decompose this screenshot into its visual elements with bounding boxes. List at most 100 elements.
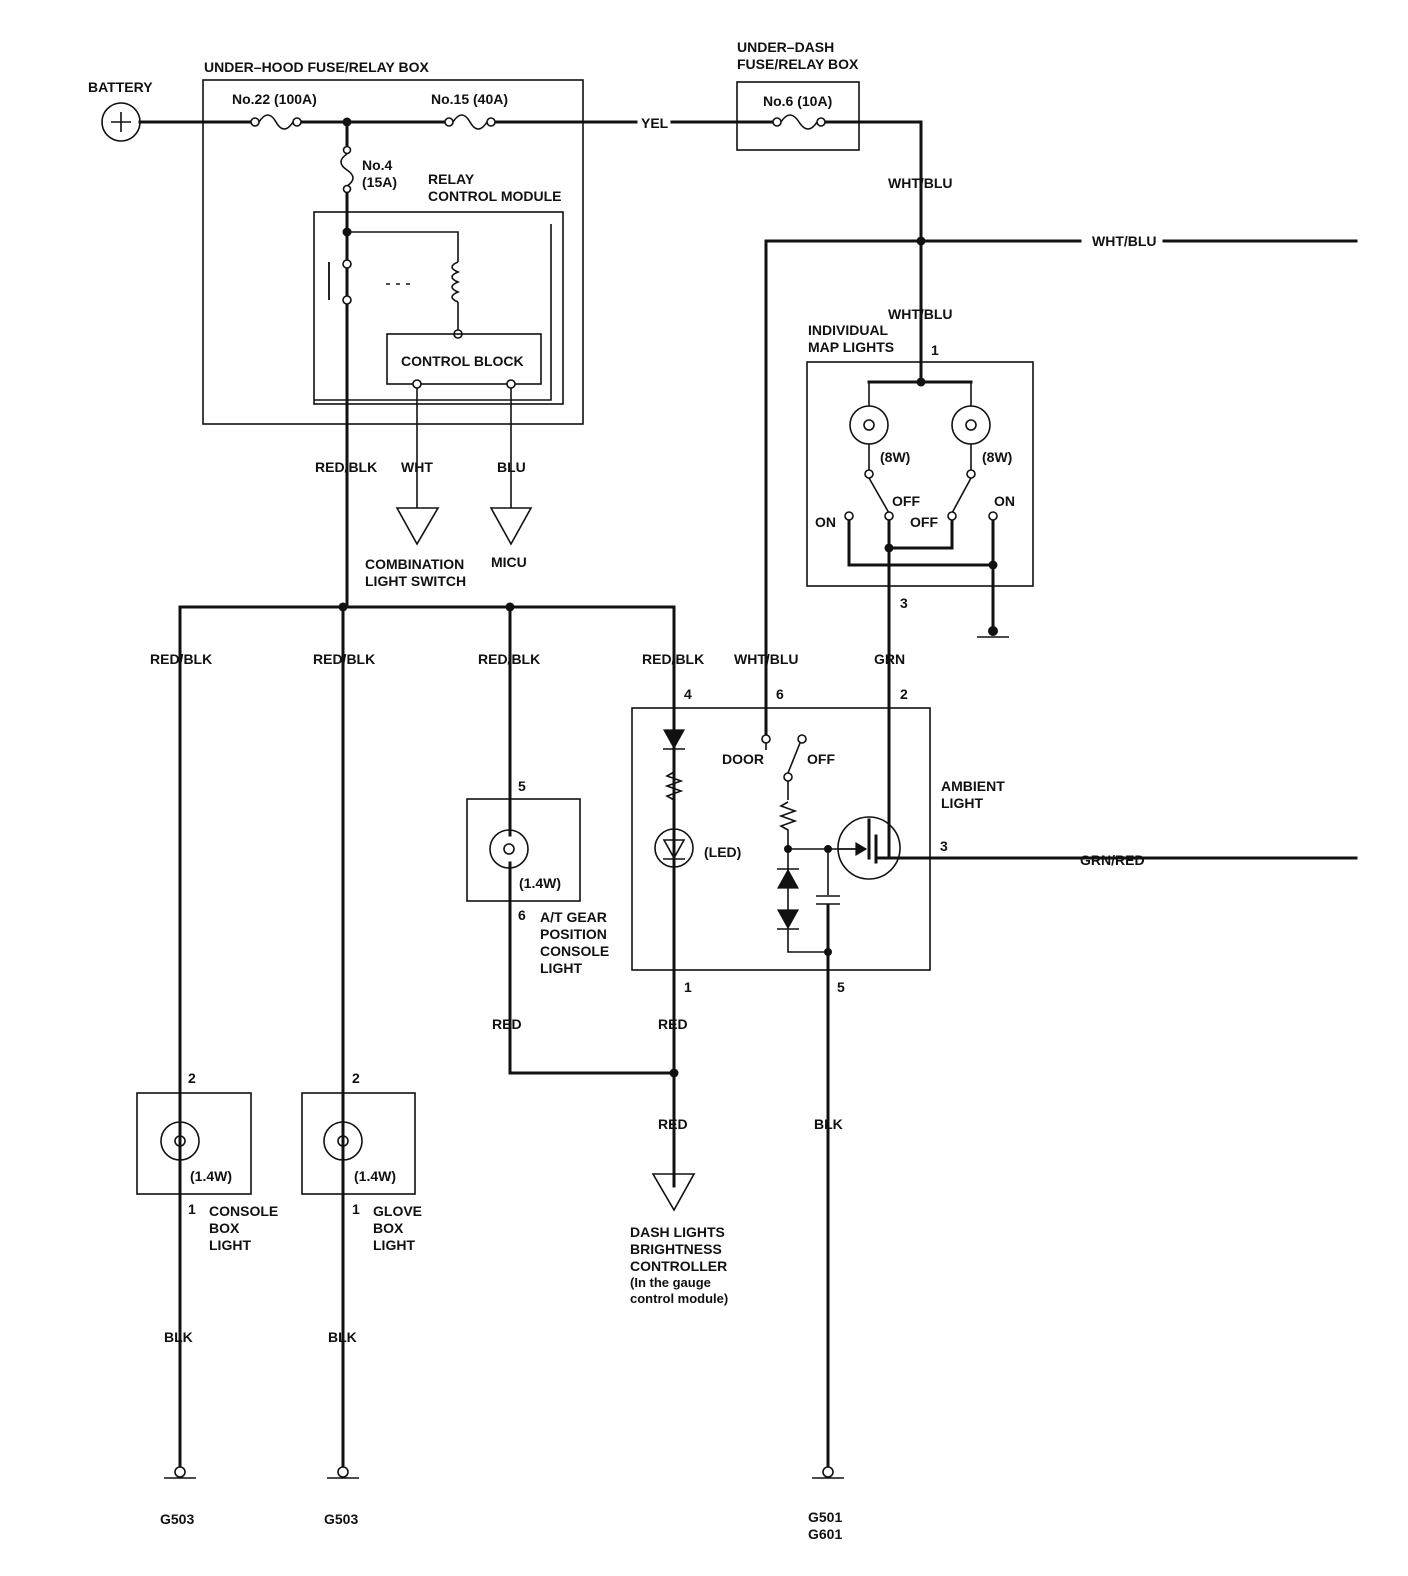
junction-dot	[824, 845, 832, 853]
fuse-4-rating: (15A)	[362, 174, 397, 190]
junction-dot	[916, 236, 926, 246]
door-label: DOOR	[722, 751, 764, 767]
micu-label: MICU	[491, 554, 527, 570]
switch-off-right: OFF	[910, 514, 938, 530]
junction-dot	[338, 602, 348, 612]
dash-controller-label-2: BRIGHTNESS	[630, 1241, 722, 1257]
ground-label: G503	[324, 1511, 358, 1527]
junction-dot	[988, 560, 998, 570]
map-switch-right	[947, 469, 998, 521]
pin-label: 2	[188, 1070, 196, 1086]
pin-label: 6	[776, 686, 784, 702]
ground-label: G601	[808, 1526, 842, 1542]
junction-dot	[824, 948, 832, 956]
door-switch-icon	[761, 734, 807, 782]
wire-label-red-blk: RED/BLK	[642, 651, 704, 667]
wire-label-yel: YEL	[641, 115, 669, 131]
combination-light-switch-label-1: COMBINATION	[365, 556, 464, 572]
pin-label: 1	[188, 1201, 196, 1217]
at-gear-console-light-box	[466, 798, 581, 902]
combination-light-switch-label-2: LIGHT SWITCH	[365, 573, 466, 589]
pin-label: 4	[684, 686, 692, 702]
under-dash-box-label-2: FUSE/RELAY BOX	[737, 56, 859, 72]
dash-controller-label-1: DASH LIGHTS	[630, 1224, 725, 1240]
control-block	[386, 333, 542, 385]
console-box-light-box	[136, 1092, 252, 1195]
bulb-icon	[323, 1121, 363, 1161]
wire-label-red-blk: RED/BLK	[313, 651, 375, 667]
ambient-light-label-1: AMBIENT	[941, 778, 1005, 794]
wire-label-red: RED	[492, 1016, 522, 1032]
map-bulb-left-icon	[849, 405, 889, 445]
under-dash-fuse-box	[736, 81, 860, 151]
individual-map-lights-box	[806, 361, 1034, 587]
off-label: OFF	[807, 751, 835, 767]
pin-label: 1	[931, 342, 939, 358]
arrow-to-dash-controller	[651, 1173, 696, 1212]
bulb-icon	[160, 1121, 200, 1161]
wire-label-wht: WHT	[401, 459, 433, 475]
glove-box-light-box	[301, 1092, 416, 1195]
ground-icon	[327, 1466, 359, 1479]
at-gear-label-4: LIGHT	[540, 960, 582, 976]
relay-control-module	[313, 211, 564, 405]
resistor-icon	[664, 771, 684, 801]
map-lights-label-2: MAP LIGHTS	[808, 339, 894, 355]
ambient-light-box	[631, 707, 931, 971]
control-block-pin	[506, 379, 516, 389]
relay-control-module-label-1: RELAY	[428, 171, 475, 187]
arrow-to-combination-switch	[395, 507, 440, 546]
pin-label: 2	[352, 1070, 360, 1086]
pin-label: 1	[684, 979, 692, 995]
glove-label-1: GLOVE	[373, 1203, 422, 1219]
console-label-3: LIGHT	[209, 1237, 251, 1253]
fuse-6-label: No.6 (10A)	[763, 93, 832, 109]
fuse-22-label: No.22 (100A)	[232, 91, 317, 107]
map-lights-label-1: INDIVIDUAL	[808, 322, 889, 338]
wire-label-red: RED	[658, 1016, 688, 1032]
wire-label-wht-blu-top: WHT/BLU	[888, 175, 953, 191]
switch-on-left: ON	[815, 514, 836, 530]
junction-dot	[342, 227, 352, 237]
glove-label-2: BOX	[373, 1220, 404, 1236]
junction-dot	[342, 117, 352, 127]
map-switch-left	[844, 469, 894, 521]
junction-dot	[669, 1068, 679, 1078]
console-label-1: CONSOLE	[209, 1203, 278, 1219]
wire-label-red: RED	[658, 1116, 688, 1132]
led-label: (LED)	[704, 844, 741, 860]
ground-label: G503	[160, 1511, 194, 1527]
under-dash-box-label-1: UNDER–DASH	[737, 39, 834, 55]
diode-icon	[662, 729, 686, 750]
transistor-icon	[837, 816, 902, 880]
pin-label: 1	[352, 1201, 360, 1217]
ground-label: G501	[808, 1509, 842, 1525]
fuse-15-symbol	[444, 114, 496, 130]
pin-label: 2	[900, 686, 908, 702]
relay-coil-symbol	[451, 261, 463, 339]
ambient-light-label-2: LIGHT	[941, 795, 983, 811]
at-gear-label-3: CONSOLE	[540, 943, 609, 959]
fuse-15-label: No.15 (40A)	[431, 91, 508, 107]
wires	[138, 120, 1358, 1472]
junction-dot	[784, 845, 792, 853]
wire-label-red-blk: RED/BLK	[150, 651, 212, 667]
map-bulb-right-icon	[951, 405, 991, 445]
zener-diode-icon	[776, 909, 800, 930]
junction-dot	[916, 377, 926, 387]
pin-label: 3	[940, 838, 948, 854]
battery-symbol	[101, 102, 141, 142]
relay-contact-symbol	[328, 259, 414, 305]
fuse-4-symbol	[340, 145, 354, 194]
arrow-to-micu	[489, 507, 533, 546]
wire-label-wht-blu-door: WHT/BLU	[734, 651, 799, 667]
switch-on-right: ON	[994, 493, 1015, 509]
wire-label-grn-red: GRN/RED	[1080, 852, 1145, 868]
under-hood-fuse-box-label: UNDER–HOOD FUSE/RELAY BOX	[204, 59, 429, 75]
map-bulb-left-rating: (8W)	[880, 449, 910, 465]
led-icon	[654, 828, 694, 868]
pin-label: 5	[518, 778, 526, 794]
battery-label: BATTERY	[88, 79, 153, 95]
wire-label-red-blk: RED/BLK	[478, 651, 540, 667]
